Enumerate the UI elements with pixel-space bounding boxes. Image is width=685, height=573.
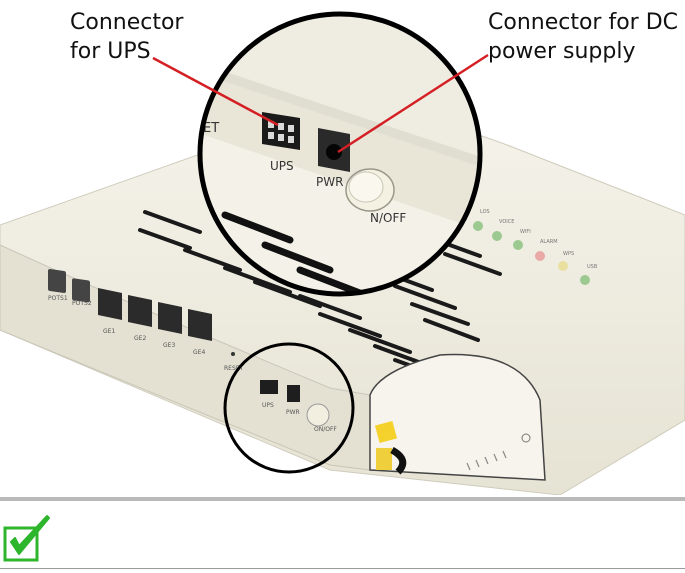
note-row	[0, 501, 685, 571]
ge4-label: GE4	[193, 349, 205, 356]
ge3-label: GE3	[163, 342, 175, 349]
pots1-label: POTS1	[48, 295, 68, 302]
ups-label: UPS	[262, 402, 274, 409]
zoom-ups-label: UPS	[270, 159, 294, 173]
green-check-icon	[3, 514, 55, 564]
ge1-label: GE1	[103, 328, 115, 335]
ups-connector-callout: Connector for UPS	[70, 8, 220, 66]
dc-connector-callout: Connector for DC power supply	[488, 8, 678, 66]
pots2-label: POTS2	[72, 300, 92, 307]
note-separator-bottom	[0, 568, 685, 569]
caution-sticker	[376, 448, 392, 470]
led-label: USB	[587, 264, 598, 270]
zoom-pwr-label: PWR	[316, 175, 343, 189]
router-illustration: LOS VOICE WIFI ALARM WPS USB POTS1 POTS2…	[0, 0, 685, 495]
ups-port	[260, 380, 278, 394]
led-label: WPS	[563, 251, 574, 257]
pwr-label: PWR	[286, 409, 300, 416]
onoff-label: ON/OFF	[314, 426, 337, 433]
pwr-port	[287, 385, 300, 402]
ge2-label: GE2	[134, 335, 146, 342]
led-label: VOICE	[499, 219, 514, 225]
zoom-onoff-label: N/OFF	[370, 211, 406, 225]
led-label: ALARM	[540, 239, 558, 245]
onoff-switch	[307, 404, 329, 426]
led-label: WIFI	[520, 229, 531, 235]
led-label: LOS	[480, 209, 490, 215]
fiber-cover	[370, 355, 545, 480]
reset-hole	[231, 352, 235, 356]
